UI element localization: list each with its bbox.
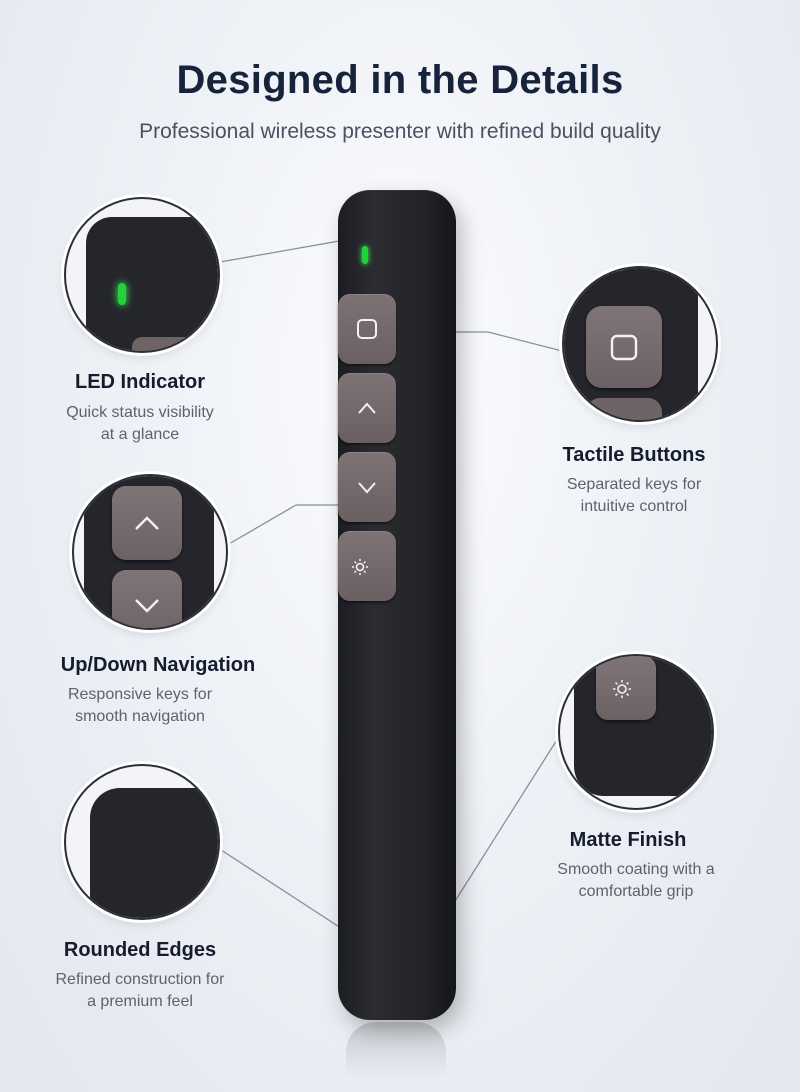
rounded-title: Rounded Edges <box>63 939 217 961</box>
tactile-zoom-circle <box>562 266 718 422</box>
page-title: Designed in the Details <box>176 58 624 102</box>
led-desc-line1: Quick status visibility <box>66 404 214 421</box>
rounded-desc-line1: Refined construction for <box>55 971 225 988</box>
page-subtitle: Professional wireless presenter with ref… <box>139 120 661 143</box>
up-button[interactable] <box>338 373 396 443</box>
device-reflection <box>346 1022 446 1092</box>
led-desc-line2: at a glance <box>100 426 180 443</box>
chevron-up-icon <box>135 516 159 530</box>
brightness-button[interactable] <box>338 531 396 601</box>
led-callout-line <box>219 239 346 263</box>
matte-desc-line1: Smooth coating with a <box>557 861 715 878</box>
tactile-title: Tactile Buttons <box>562 444 706 466</box>
brightness-icon <box>352 559 368 575</box>
led-zoom-circle <box>64 197 220 353</box>
led-title: LED Indicator <box>74 371 205 393</box>
matte-title: Matte Finish <box>569 829 687 851</box>
tactile-callout-line-2 <box>487 331 567 353</box>
brightness-icon <box>613 680 631 698</box>
updown-desc-line2: smooth navigation <box>75 708 205 725</box>
rounded-desc-line2: a premium feel <box>87 993 193 1010</box>
matte-zoom-circle <box>558 654 714 810</box>
chevron-down-icon <box>135 599 159 613</box>
matte-desc-line2: comfortable grip <box>578 883 694 900</box>
rounded-zoom-circle <box>64 764 220 920</box>
chevron-down-icon <box>358 482 376 494</box>
tactile-desc-line2: intuitive control <box>580 498 688 515</box>
square-icon <box>610 334 638 361</box>
updown-callout-line <box>221 504 297 549</box>
square-icon <box>357 319 377 339</box>
updown-zoom-circle <box>72 474 228 630</box>
updown-desc-line1: Responsive keys for <box>67 686 213 703</box>
updown-title: Up/Down Navigation <box>60 654 256 676</box>
chevron-up-icon <box>358 402 376 414</box>
tactile-desc-line1: Separated keys for <box>566 476 702 493</box>
led-indicator <box>362 246 368 264</box>
square-button[interactable] <box>338 294 396 364</box>
down-button[interactable] <box>338 452 396 522</box>
